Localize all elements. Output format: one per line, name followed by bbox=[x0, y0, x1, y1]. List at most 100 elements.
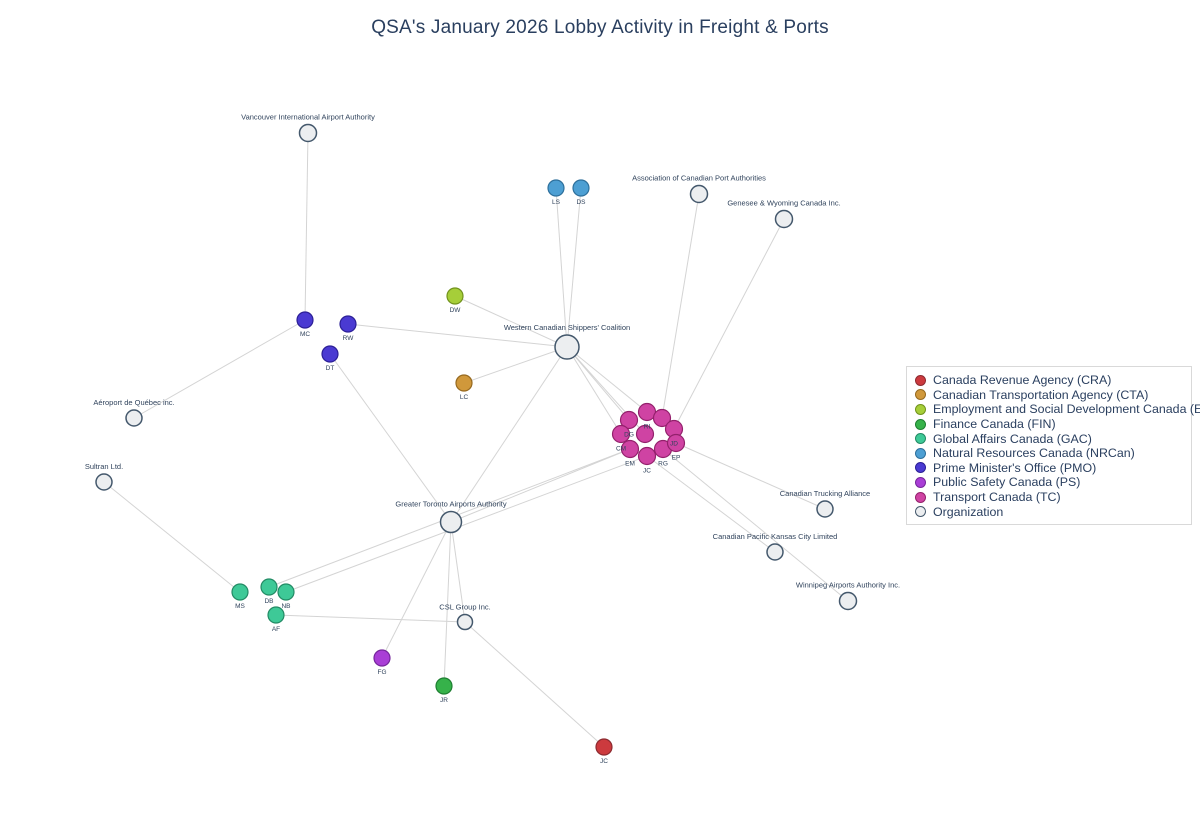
legend-swatch-icon bbox=[915, 476, 926, 488]
node-label: JD bbox=[670, 441, 678, 448]
legend-item-esdc[interactable]: Employment and Social Development Canada… bbox=[915, 402, 1200, 417]
node-dt[interactable] bbox=[321, 345, 339, 363]
graph-edge bbox=[329, 353, 452, 523]
node-label: MS bbox=[235, 603, 245, 610]
node-label: JC bbox=[643, 468, 651, 475]
node-t2[interactable] bbox=[619, 410, 639, 430]
node-label: Association of Canadian Port Authorities bbox=[632, 174, 766, 183]
graph-edge bbox=[133, 319, 306, 419]
legend-label: Global Affairs Canada (GAC) bbox=[933, 431, 1092, 446]
node-gtaa[interactable] bbox=[439, 510, 463, 534]
graph-edge bbox=[555, 187, 568, 348]
node-label: DT bbox=[326, 365, 335, 372]
graph-edge bbox=[646, 455, 776, 553]
node-af[interactable] bbox=[267, 606, 285, 624]
node-acpa[interactable] bbox=[689, 184, 709, 204]
node-lc[interactable] bbox=[455, 374, 473, 392]
legend-label: Canadian Transportation Agency (CTA) bbox=[933, 387, 1149, 402]
node-t4[interactable] bbox=[611, 424, 631, 444]
node-adq[interactable] bbox=[125, 409, 143, 427]
legend-swatch-icon bbox=[915, 389, 926, 401]
node-rw[interactable] bbox=[339, 315, 357, 333]
page-title: QSA's January 2026 Lobby Activity in Fre… bbox=[371, 17, 829, 38]
node-dw[interactable] bbox=[446, 287, 464, 305]
nodes-layer bbox=[95, 123, 858, 756]
labels-layer: Vancouver International Airport Authorit… bbox=[85, 113, 900, 766]
node-nb[interactable] bbox=[277, 583, 295, 601]
node-mc[interactable] bbox=[296, 311, 314, 329]
legend-swatch-icon bbox=[915, 418, 926, 430]
node-label: JR bbox=[440, 697, 448, 704]
graph-edge bbox=[450, 448, 631, 523]
node-csl[interactable] bbox=[456, 613, 474, 631]
node-label: EP bbox=[672, 455, 681, 462]
node-ms[interactable] bbox=[231, 583, 249, 601]
node-ds[interactable] bbox=[572, 179, 590, 197]
legend: Canada Revenue Agency (CRA)Canadian Tran… bbox=[906, 366, 1200, 525]
node-label: DG bbox=[624, 432, 634, 439]
node-label: Canadian Trucking Alliance bbox=[780, 489, 870, 498]
graph-edge bbox=[450, 521, 466, 623]
node-label: JC bbox=[600, 758, 608, 765]
node-jcr[interactable] bbox=[595, 738, 613, 756]
legend-label: Transport Canada (TC) bbox=[933, 490, 1061, 505]
node-jr[interactable] bbox=[435, 677, 453, 695]
graph-edge bbox=[285, 455, 648, 593]
graph-edge bbox=[275, 614, 466, 623]
node-fg[interactable] bbox=[373, 649, 391, 667]
node-wcsc[interactable] bbox=[554, 334, 580, 360]
legend-item-ps[interactable]: Public Safety Canada (PS) bbox=[915, 475, 1183, 490]
graph-edge bbox=[103, 481, 241, 593]
legend-swatch-icon bbox=[915, 374, 926, 386]
node-t3[interactable] bbox=[652, 408, 672, 428]
legend-swatch-icon bbox=[915, 491, 926, 503]
node-label: DS bbox=[576, 199, 586, 206]
legend-item-pmo[interactable]: Prime Minister's Office (PMO) bbox=[915, 461, 1183, 476]
node-label: RG bbox=[658, 461, 668, 468]
node-sultran[interactable] bbox=[95, 473, 113, 491]
legend-item-tc[interactable]: Transport Canada (TC) bbox=[915, 490, 1183, 505]
node-waa[interactable] bbox=[838, 591, 858, 611]
legend-item-cta[interactable]: Canadian Transportation Agency (CTA) bbox=[915, 388, 1183, 403]
node-cpkc[interactable] bbox=[766, 543, 784, 561]
node-viaa[interactable] bbox=[298, 123, 318, 143]
node-label: Canadian Pacific Kansas City Limited bbox=[713, 532, 838, 541]
node-label: RW bbox=[343, 335, 355, 342]
node-ls[interactable] bbox=[547, 179, 565, 197]
node-label: Winnipeg Airports Authority Inc. bbox=[796, 581, 900, 590]
node-label: RI bbox=[644, 424, 651, 431]
node-gw[interactable] bbox=[774, 209, 794, 229]
node-label: FG bbox=[377, 669, 386, 676]
legend-item-fin[interactable]: Finance Canada (FIN) bbox=[915, 417, 1183, 432]
node-label: Aéroport de Québec inc. bbox=[93, 398, 174, 407]
node-db[interactable] bbox=[260, 578, 278, 596]
node-t7[interactable] bbox=[620, 439, 640, 459]
legend-label: Natural Resources Canada (NRCan) bbox=[933, 446, 1135, 461]
node-label: Western Canadian Shippers' Coalition bbox=[504, 323, 630, 332]
node-t8[interactable] bbox=[637, 446, 657, 466]
node-label: EM bbox=[625, 461, 635, 468]
graph-edge bbox=[450, 346, 568, 523]
graph-edge bbox=[661, 193, 700, 419]
graph-edge bbox=[381, 521, 452, 659]
legend-label: Employment and Social Development Canada… bbox=[933, 402, 1200, 417]
legend-item-cra[interactable]: Canada Revenue Agency (CRA) bbox=[915, 373, 1183, 388]
legend-label: Prime Minister's Office (PMO) bbox=[933, 460, 1097, 475]
node-label: DB bbox=[264, 598, 273, 605]
legend-swatch-icon bbox=[915, 506, 926, 518]
legend-item-gac[interactable]: Global Affairs Canada (GAC) bbox=[915, 431, 1183, 446]
graph-edge bbox=[566, 346, 648, 413]
node-label: NB bbox=[281, 603, 290, 610]
node-t10[interactable] bbox=[666, 433, 686, 453]
legend-item-nrcan[interactable]: Natural Resources Canada (NRCan) bbox=[915, 446, 1183, 461]
node-cta_all[interactable] bbox=[816, 500, 834, 518]
node-label: MC bbox=[300, 331, 310, 338]
graph-edge bbox=[304, 132, 309, 321]
legend-item-org[interactable]: Organization bbox=[915, 504, 1183, 519]
node-label: Vancouver International Airport Authorit… bbox=[241, 113, 375, 122]
node-t5[interactable] bbox=[635, 424, 655, 444]
legend-swatch-icon bbox=[915, 447, 926, 459]
graph-edge bbox=[463, 346, 568, 384]
